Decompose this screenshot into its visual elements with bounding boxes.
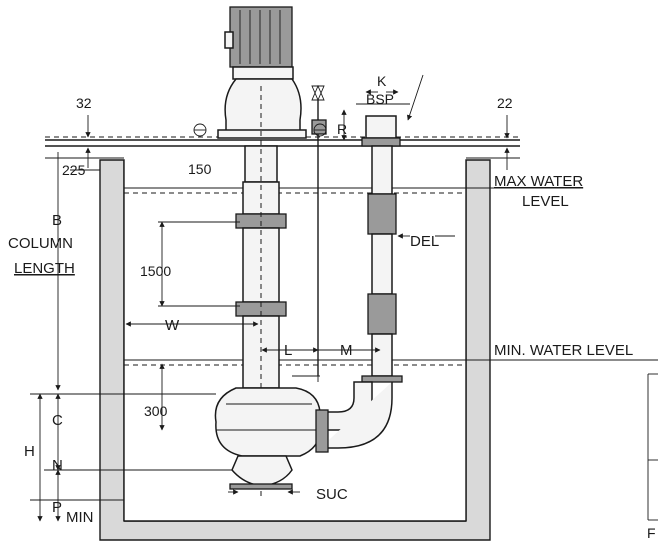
- r-label: R: [337, 121, 347, 137]
- l-label: L: [284, 342, 292, 359]
- max-water-level-line: [124, 187, 500, 194]
- dim-150-label: 150: [188, 161, 212, 177]
- k-label: K: [377, 73, 387, 89]
- delivery-pipe: [315, 115, 403, 453]
- dim-225-label: 225: [62, 162, 86, 178]
- min-label: MIN: [66, 509, 94, 526]
- p-label: P: [52, 499, 62, 516]
- floor-level-lines: [45, 136, 520, 159]
- max-water-label-line1: MAX WATER: [494, 173, 583, 190]
- min-water-label: MIN. WATER LEVEL: [494, 342, 633, 359]
- dimension-lines: [30, 74, 510, 522]
- c-label: C: [52, 412, 63, 429]
- dim-22-label: 22: [497, 95, 513, 111]
- h-label: H: [24, 443, 35, 460]
- bsp-label: BSP: [366, 91, 394, 107]
- dim-1500-label: 1500: [140, 263, 171, 279]
- dim-300-label: 300: [144, 403, 168, 419]
- sump-pit: [99, 159, 491, 541]
- m-label: M: [340, 342, 353, 359]
- edge-f-label: F: [647, 525, 656, 541]
- length-label: LENGTH: [14, 260, 75, 277]
- b-label: B: [52, 212, 62, 229]
- pump-column: [235, 86, 287, 500]
- suc-label: SUC: [316, 486, 348, 503]
- del-label: DEL: [410, 233, 439, 250]
- n-label: N: [52, 457, 63, 474]
- float-switch: [292, 84, 327, 382]
- anchor-bolts: [193, 123, 327, 137]
- pump-volute: [214, 387, 321, 490]
- column-label: COLUMN: [8, 235, 73, 252]
- w-label: W: [165, 317, 180, 334]
- dim-32-label: 32: [76, 95, 92, 111]
- max-water-label-line2: LEVEL: [522, 193, 569, 210]
- motor: [217, 6, 307, 139]
- min-water-level-line: [124, 359, 658, 366]
- edge-table-fragment: [647, 373, 658, 521]
